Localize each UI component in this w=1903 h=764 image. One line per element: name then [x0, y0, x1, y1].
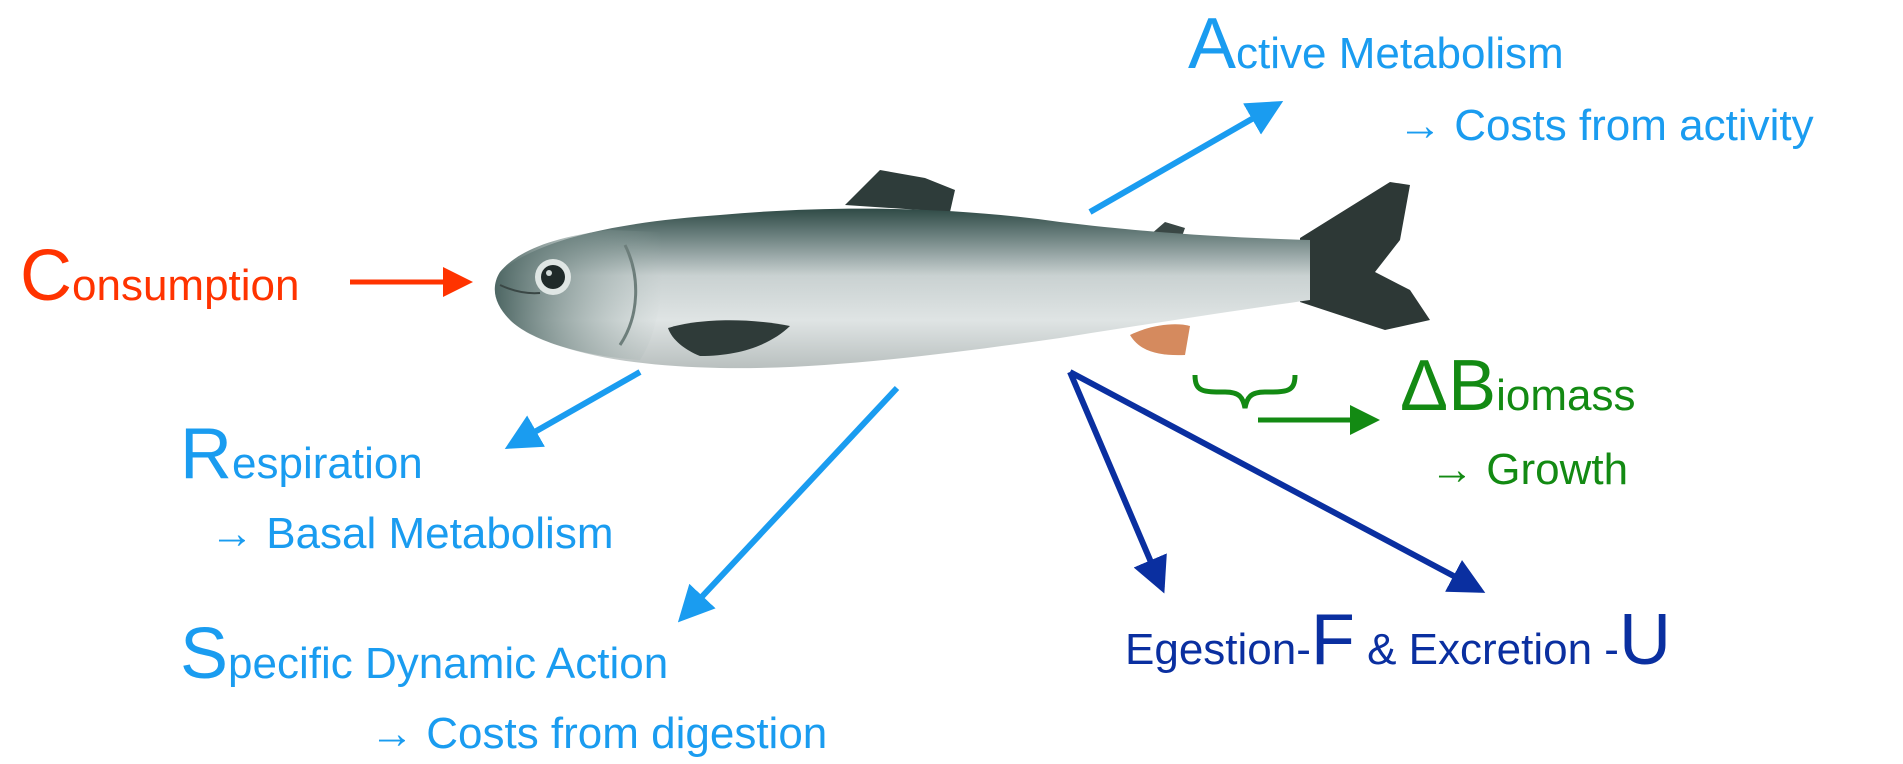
respiration-arrow [510, 372, 640, 446]
sda-sub: → Costs from digestion [370, 712, 827, 756]
sda-label: Specific Dynamic Action [180, 618, 668, 690]
biomass-sub: → Growth [1430, 448, 1628, 492]
consumption-label: Consumption [20, 240, 299, 312]
respiration-sub: → Basal Metabolism [210, 512, 613, 556]
egestion-arrow [1070, 372, 1162, 588]
consumption-initial: C [20, 236, 72, 316]
waste-label: Egestion-F & Excretion -U [1125, 604, 1671, 676]
respiration-rest: espiration [232, 439, 423, 488]
active-rest: ctive Metabolism [1236, 29, 1564, 78]
excretion-text: & Excretion - [1355, 625, 1619, 674]
sda-arrow [682, 388, 897, 618]
fish-image [495, 170, 1430, 368]
biomass-initial: ΔB [1400, 346, 1496, 426]
active-metabolism-sub: → Costs from activity [1398, 104, 1814, 148]
biomass-brace [1195, 375, 1295, 408]
excretion-u: U [1619, 600, 1671, 680]
sda-rest: pecific Dynamic Action [228, 639, 668, 688]
sda-initial: S [180, 614, 228, 694]
egestion-f: F [1311, 600, 1355, 680]
biomass-rest: iomass [1496, 371, 1635, 420]
consumption-rest: onsumption [72, 261, 299, 310]
respiration-label: Respiration [180, 418, 423, 490]
biomass-label: ΔBiomass [1400, 350, 1636, 422]
respiration-initial: R [180, 414, 232, 494]
active-initial: A [1188, 4, 1236, 84]
active-metabolism-label: Active Metabolism [1188, 8, 1564, 80]
egestion-text: Egestion- [1125, 625, 1311, 674]
active-metabolism-arrow [1090, 104, 1278, 212]
